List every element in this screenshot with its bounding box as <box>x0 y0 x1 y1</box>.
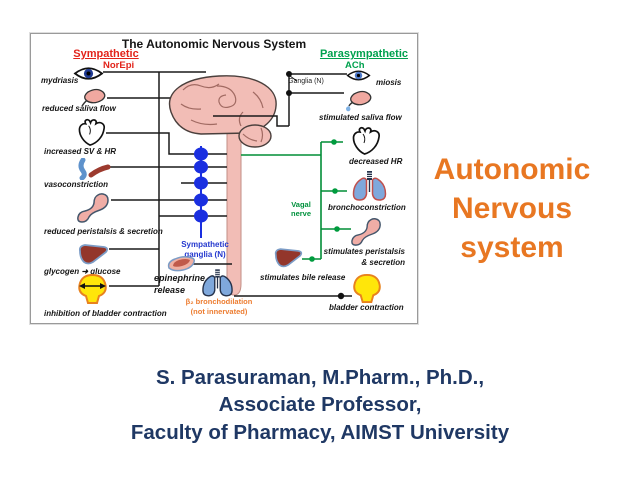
diagram-wiring <box>103 71 352 300</box>
lungs-icon <box>352 171 387 201</box>
stomach-icon <box>77 193 109 223</box>
salivary-gland-icon <box>81 88 106 107</box>
stimulates-peristalsis-label: stimulates peristalsis & secretion <box>323 247 405 268</box>
stimulated-saliva-label: stimulated saliva flow <box>319 113 402 122</box>
heart-icon <box>352 126 380 155</box>
bladder-icon <box>78 274 107 304</box>
vagal-nerve-label: Vagal nerve <box>290 200 311 219</box>
eye-icon <box>346 70 371 81</box>
bladder-icon <box>353 274 381 304</box>
sympathetic-ganglia-label: Sympathetic ganglia (N) <box>181 240 229 260</box>
lungs-icon <box>202 269 233 297</box>
eye-icon <box>73 67 104 80</box>
saliva-drop-icon <box>345 106 351 112</box>
ganglia-label: Ganglia (N) <box>288 78 324 85</box>
glycogen-glucose-label: glycogen ➜ glucose <box>44 267 121 276</box>
miosis-label: miosis <box>376 78 402 87</box>
increased-sv-hr-label: increased SV & HR <box>44 147 117 156</box>
ans-diagram: The Autonomic Nervous System Sympathetic… <box>30 33 418 324</box>
slide-title-line: Nervous <box>451 192 573 225</box>
stimulates-bile-label: stimulates bile release <box>260 273 346 282</box>
slide-title-line: system <box>460 231 564 264</box>
decreased-hr-label: decreased HR <box>349 157 403 166</box>
ach-label: ACh <box>345 60 365 71</box>
adrenal-gland-icon <box>167 255 195 272</box>
norepi-label: NorEpi <box>103 60 135 71</box>
sympathetic-header: Sympathetic <box>73 48 139 60</box>
author-affiliation: Faculty of Pharmacy, AIMST University <box>130 420 510 444</box>
slide-title: Autonomic Nervous system <box>412 150 612 267</box>
diagram-title: The Autonomic Nervous System <box>121 37 307 51</box>
bronchoconstriction-label: bronchoconstriction <box>328 203 406 212</box>
inhibition-bladder-label: inhibition of bladder contraction <box>44 309 167 318</box>
reduced-peristalsis-label: reduced peristalsis & secretion <box>44 227 163 236</box>
reduced-saliva-label: reduced saliva flow <box>42 104 116 113</box>
stomach-icon <box>351 218 381 246</box>
liver-icon <box>274 248 303 268</box>
author-role: Associate Professor, <box>218 393 422 417</box>
heart-icon <box>78 118 105 146</box>
author-name: S. Parasuraman, M.Pharm., Ph.D., <box>155 366 485 389</box>
liver-icon <box>78 244 109 265</box>
brain-icon <box>168 75 277 148</box>
salivary-gland-icon <box>345 90 372 112</box>
author-block: S. Parasuraman, M.Pharm., Ph.D., Associa… <box>0 364 640 446</box>
slide-title-line: Autonomic <box>433 153 591 186</box>
bladder-contraction-label: bladder contraction <box>329 303 404 312</box>
epinephrine-label: epinephrine release <box>154 273 206 295</box>
bronchodilation-label: β₂ bronchodilation (not innervated) <box>185 297 253 316</box>
parasympathetic-header: Parasympathetic <box>319 48 409 60</box>
mydriasis-label: mydriasis <box>41 76 79 85</box>
vasoconstriction-label: vasoconstriction <box>44 180 109 189</box>
sympathetic-chain-icon <box>194 146 208 238</box>
blood-vessels-icon <box>78 158 111 180</box>
